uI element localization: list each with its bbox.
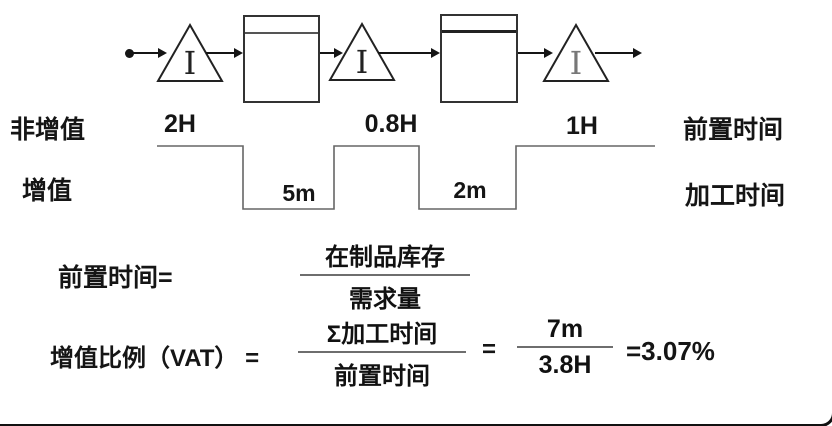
formula2-denominator: 前置时间 — [334, 363, 430, 390]
formula1-fraction: 在制品库存 需求量 — [300, 237, 470, 314]
label-processing-time: 加工时间 — [685, 182, 786, 210]
fraction-bar — [517, 346, 613, 348]
process-box-header-line — [442, 30, 516, 33]
flow-arrow-line — [320, 52, 335, 54]
process-box-1 — [243, 15, 320, 103]
formula1-denominator: 需求量 — [349, 286, 421, 313]
formula2-value-denominator: 3.8H — [538, 351, 592, 379]
inventory-triangle-3: I — [542, 22, 610, 82]
fraction-bar — [300, 274, 470, 276]
label-non-value-added: 非增值 — [10, 116, 86, 144]
formula2-fraction: Σ加工时间 前置时间 — [298, 314, 466, 391]
process-box-header-line — [245, 32, 318, 34]
formula2-numerator: Σ加工时间 — [326, 321, 438, 348]
timeline-value-2h: 2H — [164, 110, 196, 138]
inventory-symbol: I — [184, 44, 197, 82]
label-lead-time: 前置时间 — [683, 116, 784, 144]
label-value-added: 增值 — [22, 177, 73, 205]
formula1-numerator: 在制品库存 — [325, 244, 445, 271]
flow-arrow-line — [133, 52, 158, 54]
flow-start-dot — [125, 49, 134, 58]
inventory-symbol: I — [570, 44, 583, 82]
arrow-right-icon — [158, 48, 167, 58]
formula2-equals-sign: = — [482, 336, 497, 363]
fraction-bar — [298, 351, 466, 353]
flow-arrow-line — [206, 52, 235, 54]
timeline-value-08h: 0.8H — [364, 110, 418, 138]
arrow-right-icon — [633, 48, 642, 58]
formula1-label: 前置时间= — [58, 264, 173, 292]
formula2-result: =3.07% — [626, 336, 715, 366]
arrow-right-icon — [234, 48, 243, 58]
formula2-value-fraction: 7m 3.8H — [517, 315, 613, 380]
timeline-value-5m: 5m — [282, 180, 316, 206]
arrow-right-icon — [431, 48, 440, 58]
timeline-value-1h: 1H — [566, 112, 598, 140]
flow-arrow-line — [595, 52, 633, 54]
flow-arrow-line — [378, 52, 431, 54]
formula2-value-numerator: 7m — [546, 315, 584, 343]
timeline-value-2m: 2m — [453, 177, 487, 203]
arrow-right-icon — [334, 48, 343, 58]
arrow-right-icon — [544, 48, 553, 58]
process-box-2 — [440, 14, 518, 103]
inventory-symbol: I — [356, 43, 369, 81]
flow-arrow-line — [518, 52, 545, 54]
formula2-label: 增值比例（VAT） = — [50, 345, 260, 372]
